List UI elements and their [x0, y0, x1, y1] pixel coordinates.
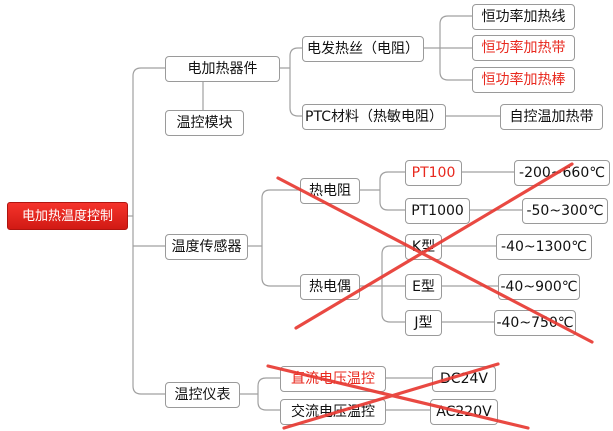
node-heater-device: 电加热器件	[165, 56, 280, 82]
node-root: 电加热温度控制	[7, 202, 128, 230]
node-heating-wire: 电发热丝（电阻）	[302, 36, 424, 62]
node-rtd: 热电阻	[300, 178, 360, 204]
node-thermocouple: 热电偶	[300, 274, 360, 300]
connector-sensor	[248, 189, 300, 287]
node-ptc-material: PTC材料（热敏电阻）	[302, 104, 446, 130]
connector-voltage	[386, 377, 432, 411]
node-j-type: J型	[405, 310, 442, 336]
connector-trunk	[132, 67, 165, 395]
node-ac-voltage-control: 交流电压温控	[280, 399, 386, 425]
node-dc24v: DC24V	[432, 366, 496, 392]
connector-tc	[360, 245, 405, 323]
node-pt1000-range: -50~300℃	[522, 198, 608, 224]
node-j-range: -40~750℃	[494, 310, 576, 336]
connector-meter	[240, 377, 280, 411]
node-e-type: E型	[405, 274, 442, 300]
node-temp-module: 温控模块	[165, 110, 244, 136]
node-constant-power-rod: 恒功率加热棒	[472, 67, 575, 93]
node-pt1000: PT1000	[405, 198, 470, 224]
node-constant-power-wire: 恒功率加热线	[472, 4, 575, 30]
connector-wire	[424, 15, 472, 81]
node-pt100: PT100	[405, 160, 462, 186]
node-dc-voltage-control: 直流电压温控	[280, 366, 386, 392]
connector-pt-range	[462, 171, 522, 211]
node-temp-meter: 温控仪表	[165, 382, 240, 408]
node-self-regulating-belt: 自控温加热带	[500, 104, 603, 130]
node-k-type: K型	[405, 234, 442, 260]
node-ac220v: AC220V	[430, 399, 498, 425]
node-temp-sensor: 温度传感器	[165, 234, 248, 260]
node-k-range: -40~1300℃	[496, 234, 592, 260]
node-pt100-range: -200~660℃	[514, 160, 610, 186]
connector-tc-range	[442, 245, 498, 323]
connector-heater	[280, 47, 302, 117]
node-constant-power-belt: 恒功率加热带	[472, 35, 575, 61]
node-e-range: -40~900℃	[498, 274, 580, 300]
connector-rtd	[360, 171, 405, 211]
